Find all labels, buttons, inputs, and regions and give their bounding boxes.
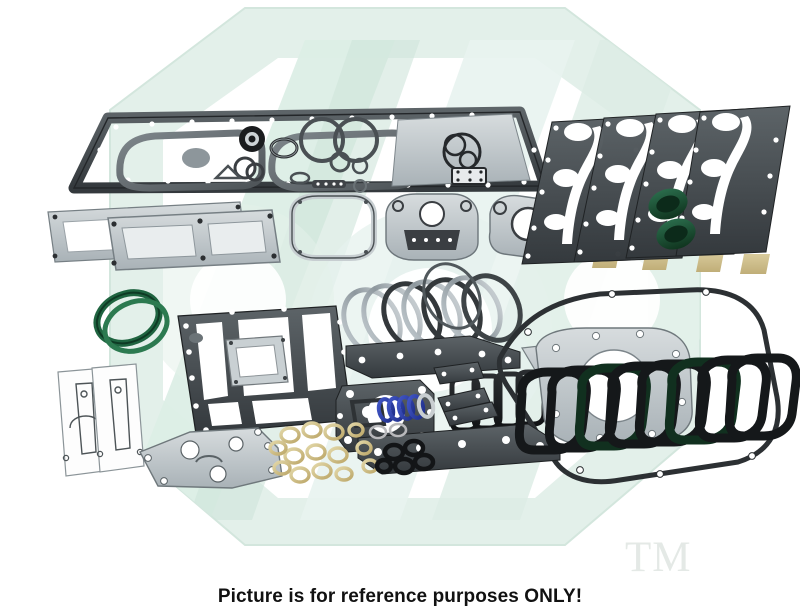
reference-caption: Picture is for reference purposes ONLY! bbox=[217, 586, 583, 607]
part-oil-cooler-gasket bbox=[177, 305, 353, 435]
part-head-gasket-stack bbox=[521, 105, 791, 274]
part-blue-o-rings bbox=[376, 393, 436, 423]
part-manifold-plate-gasket-b bbox=[107, 209, 281, 271]
part-oil-cooler-plate bbox=[139, 427, 283, 489]
part-round-gasket-cluster bbox=[212, 117, 379, 193]
part-side-cover-gasket bbox=[116, 129, 420, 192]
part-green-seal-rings bbox=[648, 188, 696, 250]
part-water-pump-gasket bbox=[289, 193, 377, 261]
part-oval-rubber-seals bbox=[514, 353, 800, 455]
part-front-plate-gasket bbox=[391, 113, 531, 187]
part-timing-cover-gasket bbox=[385, 193, 479, 261]
part-black-washers bbox=[374, 438, 436, 476]
part-rear-main-seal-ring bbox=[93, 289, 170, 354]
part-angle-bracket-gaskets bbox=[433, 361, 499, 427]
part-copper-washers bbox=[268, 421, 408, 484]
part-front-plate-gaskets bbox=[57, 363, 145, 477]
part-small-flange-gasket bbox=[349, 397, 387, 429]
